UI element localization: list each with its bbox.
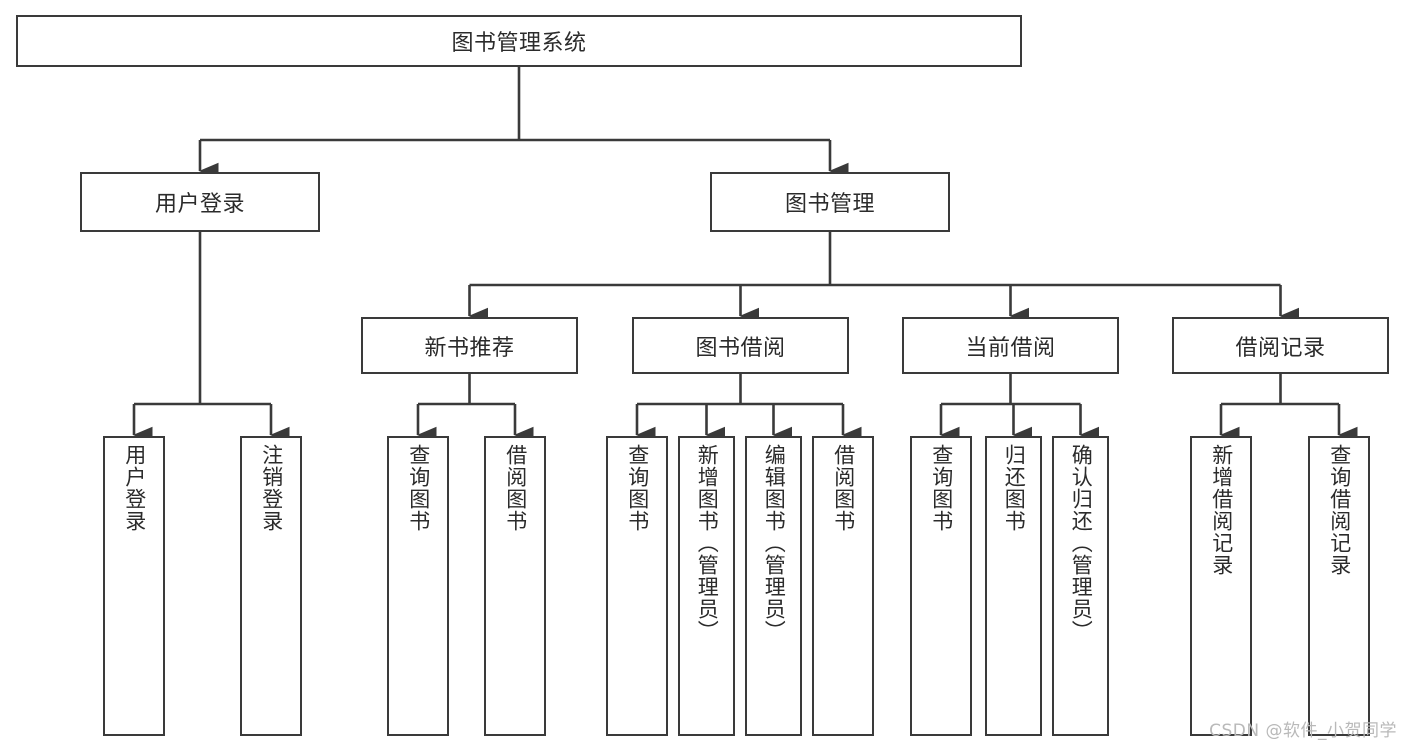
node-label-borrow_record: 借阅记录 [1235,335,1326,361]
node-leaf_add_book[interactable]: 新增图书（管理员） [678,436,735,736]
watermark-text: CSDN @软件_小贺同学 [1209,721,1397,741]
node-label-leaf_query_book_2: 查询图书 [625,444,650,532]
node-leaf_query_book_1[interactable]: 查询图书 [387,436,449,736]
node-label-book_borrow: 图书借阅 [695,335,786,361]
node-label-user_login: 用户登录 [154,192,245,217]
node-label-leaf_return_book: 归还图书 [1002,444,1027,532]
node-leaf_user_logout[interactable]: 注销登录 [240,436,302,736]
node-borrow_record[interactable]: 借阅记录 [1172,317,1389,374]
node-label-root: 图书管理系统 [451,31,587,56]
node-book_borrow[interactable]: 图书借阅 [632,317,849,374]
node-label-new_book_rec: 新书推荐 [424,335,515,361]
node-leaf_query_book_3[interactable]: 查询图书 [910,436,972,736]
node-leaf_query_record[interactable]: 查询借阅记录 [1308,436,1370,736]
node-root[interactable]: 图书管理系统 [16,15,1022,67]
node-label-leaf_borrow_book_1: 借阅图书 [503,444,528,532]
node-leaf_return_book[interactable]: 归还图书 [985,436,1042,736]
node-book_manage[interactable]: 图书管理 [710,172,950,232]
node-current_borrow[interactable]: 当前借阅 [902,317,1119,374]
node-user_login[interactable]: 用户登录 [80,172,320,232]
node-leaf_edit_book[interactable]: 编辑图书（管理员） [745,436,802,736]
node-leaf_query_book_2[interactable]: 查询图书 [606,436,668,736]
node-label-current_borrow: 当前借阅 [965,335,1056,361]
node-label-leaf_user_logout: 注销登录 [259,444,284,532]
node-label-leaf_add_book: 新增图书（管理员） [695,444,720,642]
node-leaf_user_login[interactable]: 用户登录 [103,436,165,736]
node-label-leaf_add_record: 新增借阅记录 [1209,444,1234,576]
node-label-leaf_confirm_return: 确认归还（管理员） [1069,444,1094,642]
node-label-leaf_edit_book: 编辑图书（管理员） [762,444,787,642]
node-leaf_borrow_book_1[interactable]: 借阅图书 [484,436,546,736]
node-leaf_borrow_book_2[interactable]: 借阅图书 [812,436,874,736]
node-label-leaf_borrow_book_2: 借阅图书 [831,444,856,532]
node-label-leaf_user_login: 用户登录 [122,444,147,532]
node-label-leaf_query_book_1: 查询图书 [406,444,431,532]
node-leaf_confirm_return[interactable]: 确认归还（管理员） [1052,436,1109,736]
node-label-book_manage: 图书管理 [784,192,875,217]
node-new_book_rec[interactable]: 新书推荐 [361,317,578,374]
node-label-leaf_query_record: 查询借阅记录 [1327,444,1352,576]
node-leaf_add_record[interactable]: 新增借阅记录 [1190,436,1252,736]
node-label-leaf_query_book_3: 查询图书 [929,444,954,532]
